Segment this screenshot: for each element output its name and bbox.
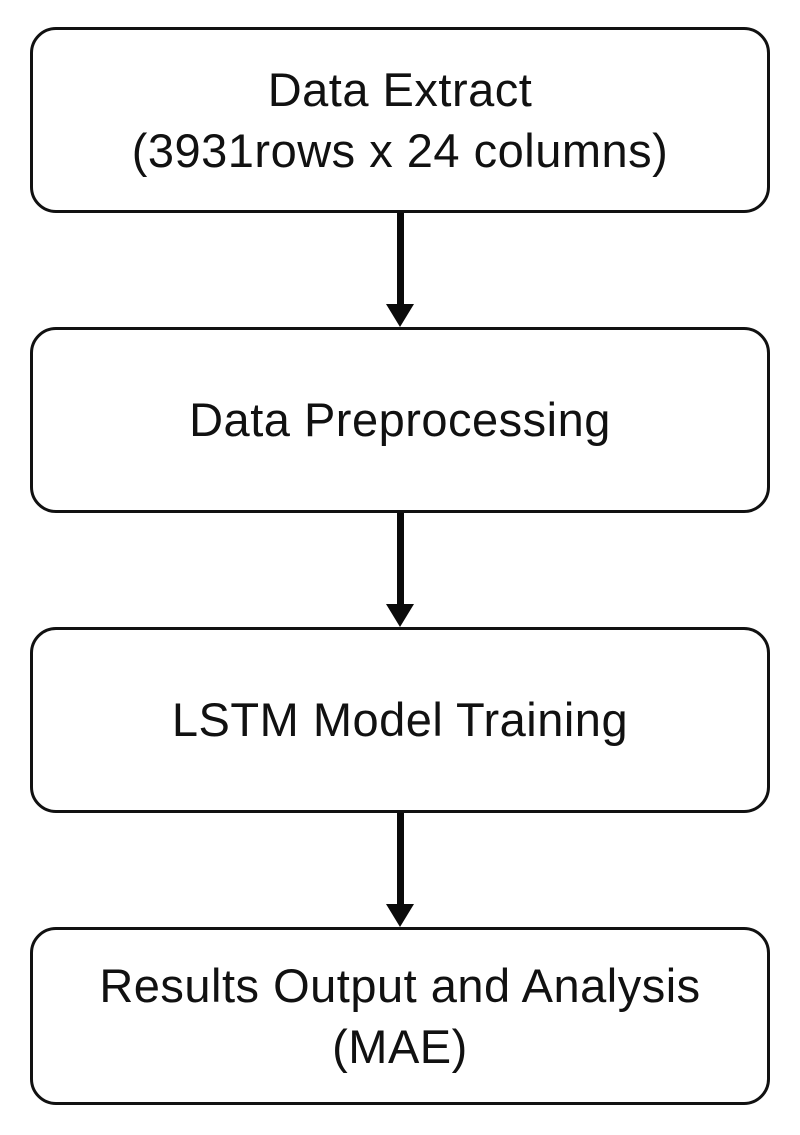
arrow-head [386, 604, 414, 627]
step-box-lstm-model-training: LSTM Model Training [30, 627, 770, 813]
step-box-data-preprocessing: Data Preprocessing [30, 327, 770, 513]
arrow-shaft [396, 513, 404, 605]
arrow-head [386, 304, 414, 327]
arrow-shaft [396, 813, 404, 905]
arrow-shaft [396, 213, 404, 305]
step-box-data-extract: Data Extract (3931rows x 24 columns) [30, 27, 770, 213]
down-arrow-icon [0, 213, 800, 327]
down-arrow-icon [0, 513, 800, 627]
down-arrow-icon [0, 813, 800, 927]
arrow-head [386, 904, 414, 927]
step-box-results-output-analysis: Results Output and Analysis (MAE) [30, 927, 770, 1105]
